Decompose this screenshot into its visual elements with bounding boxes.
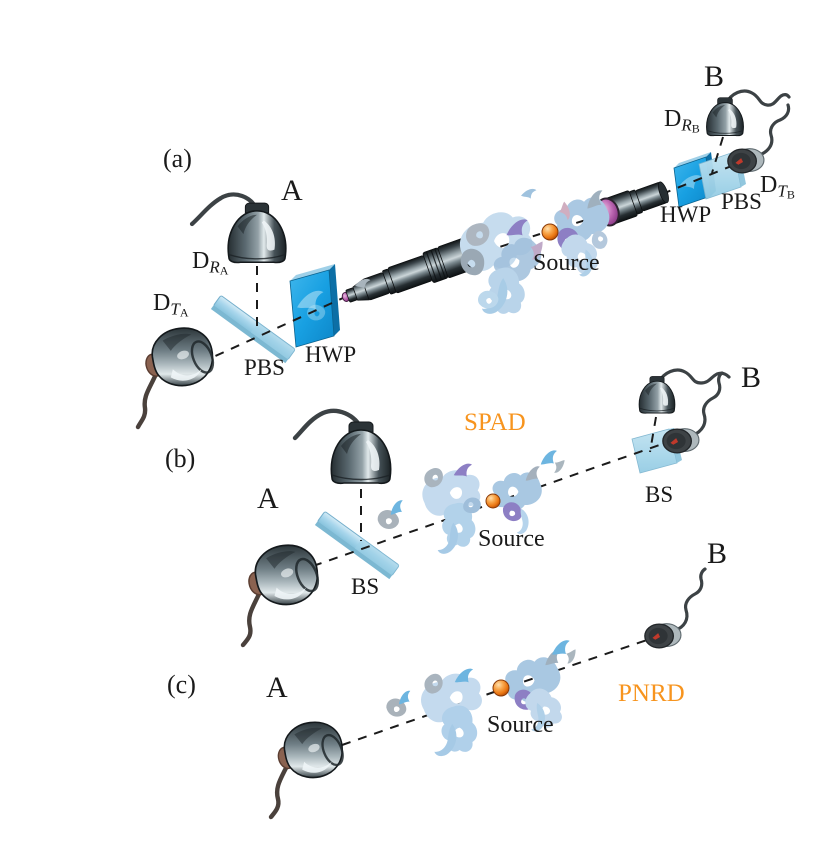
detector-label-tb: DTB <box>760 172 795 202</box>
hwp-label-a-left: HWP <box>305 342 357 367</box>
beam-a-reflect-right <box>711 136 724 174</box>
station-a-label-panel-b: A <box>257 482 279 515</box>
dome-detector-b-reflect <box>706 89 791 137</box>
source-label-a: Source <box>533 250 600 276</box>
beam-c-right <box>507 638 651 688</box>
beam-a-mid1 <box>467 233 541 258</box>
source-label-b: Source <box>478 526 545 552</box>
station-a-label-panel-c: A <box>266 671 288 704</box>
panel-c-label: (c) <box>167 670 196 699</box>
spad-tag: SPAD <box>464 409 526 436</box>
puck-detector-b-transmit <box>727 103 791 174</box>
pnrd-tag: PNRD <box>618 680 685 707</box>
detector-label-ra: DRA <box>192 248 229 278</box>
side-detector-c-station-a <box>268 721 348 820</box>
station-a-label-panel-a: A <box>281 174 303 207</box>
puck-detector-b-right-transmit <box>662 371 724 454</box>
dome-detector-b-right-reflect <box>638 368 731 414</box>
telescope-left <box>341 236 479 303</box>
source-label-c: Source <box>487 712 554 738</box>
pbs-slab-a-left <box>210 295 296 364</box>
dome-detector-a-reflect <box>189 192 287 264</box>
detector-label-ta: DTA <box>153 290 189 320</box>
station-b-label-panel-b: B <box>741 361 762 394</box>
beam-b-reflect-right <box>649 416 657 453</box>
dome-detector-b-left-reflect <box>292 408 392 485</box>
puck-detector-c-station-b <box>644 567 707 649</box>
panel-a-label: (a) <box>163 144 192 173</box>
hwp-plate-a-left <box>289 264 340 348</box>
telescope-right <box>595 181 669 227</box>
photon-ball-b <box>485 493 501 509</box>
bs-label-b-right: BS <box>645 482 674 507</box>
photon-ball-a <box>541 223 559 241</box>
bs-slab-b-left <box>314 511 400 580</box>
station-b-label-panel-a: B <box>704 60 725 93</box>
bs-label-b-left: BS <box>351 574 380 599</box>
detector-label-rb: DRB <box>664 106 700 136</box>
side-detector-a-transmit <box>135 326 219 430</box>
station-b-label-panel-c: B <box>707 537 728 570</box>
panel-b-label: (b) <box>165 444 196 473</box>
side-detector-b-station-a <box>240 544 324 648</box>
pbs-label-a-left: PBS <box>244 355 285 380</box>
source-cloud-c <box>383 639 581 758</box>
photon-ball-c <box>492 679 510 697</box>
hwp-label-a-right: HWP <box>660 202 712 227</box>
pbs-label-a-right: PBS <box>721 189 762 214</box>
beam-a-right <box>661 162 740 195</box>
